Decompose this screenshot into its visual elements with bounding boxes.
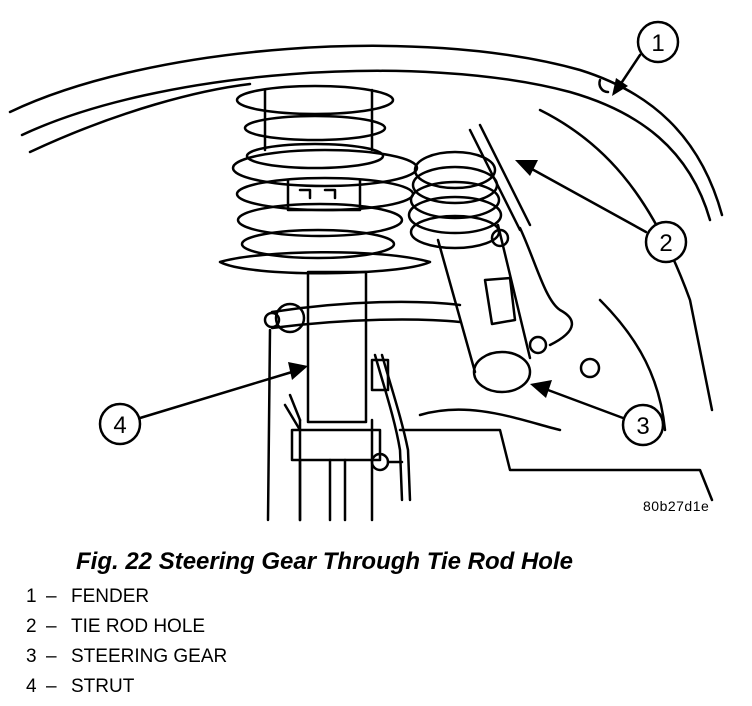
leader-line-4 <box>138 370 294 420</box>
legend-separator: – <box>46 646 57 667</box>
tie-rod-boot <box>407 123 532 250</box>
callout-4-circle <box>98 402 142 446</box>
legend-number: 2 <box>26 616 37 637</box>
callout-1-label: 1 <box>651 30 664 57</box>
legend-item: 1 – FENDER <box>26 586 227 616</box>
legend-label: STRUT <box>71 676 135 697</box>
spring-seat <box>218 250 432 275</box>
coil-spring <box>231 84 419 260</box>
callout-2-circle <box>644 220 688 264</box>
legend-item: 4 – STRUT <box>26 676 227 706</box>
steering-gear-illustration: 1 2 3 4 <box>8 20 724 522</box>
legend-number: 4 <box>26 676 37 697</box>
arrowhead-3 <box>530 380 552 398</box>
legend-number: 3 <box>26 646 37 667</box>
arrowhead-1 <box>612 78 628 96</box>
legend-item: 2 – TIE ROD HOLE <box>26 616 227 646</box>
legend-label: TIE ROD HOLE <box>71 616 206 637</box>
arrowhead-2 <box>515 160 538 176</box>
figure-code: 80b27d1e <box>643 498 710 514</box>
legend-label: STEERING GEAR <box>71 646 228 667</box>
arrowhead-4 <box>288 362 308 380</box>
fender-outline <box>8 44 724 217</box>
brake-line <box>373 353 404 502</box>
legend-list: 1 – FENDER 2 – TIE ROD HOLE 3 – STEERING… <box>26 586 227 706</box>
body-panel <box>398 428 714 502</box>
leader-line-3 <box>546 388 625 420</box>
callout-4-label: 4 <box>113 412 126 439</box>
stabilizer-link <box>263 300 462 522</box>
legend-number: 1 <box>26 586 37 607</box>
callout-3-label: 3 <box>636 413 649 440</box>
legend-item: 3 – STEERING GEAR <box>26 646 227 676</box>
callout-1-circle <box>636 20 680 64</box>
callout-3-circle <box>621 403 665 447</box>
legend-label: FENDER <box>71 586 150 607</box>
strut <box>283 270 404 522</box>
callout-2-label: 2 <box>659 230 672 257</box>
legend-separator: – <box>46 586 57 607</box>
legend-separator: – <box>46 676 57 697</box>
legend-separator: – <box>46 616 57 637</box>
leader-line-2 <box>528 166 648 234</box>
steering-gear <box>436 223 574 394</box>
figure-caption: Fig. 22 Steering Gear Through Tie Rod Ho… <box>76 548 573 575</box>
